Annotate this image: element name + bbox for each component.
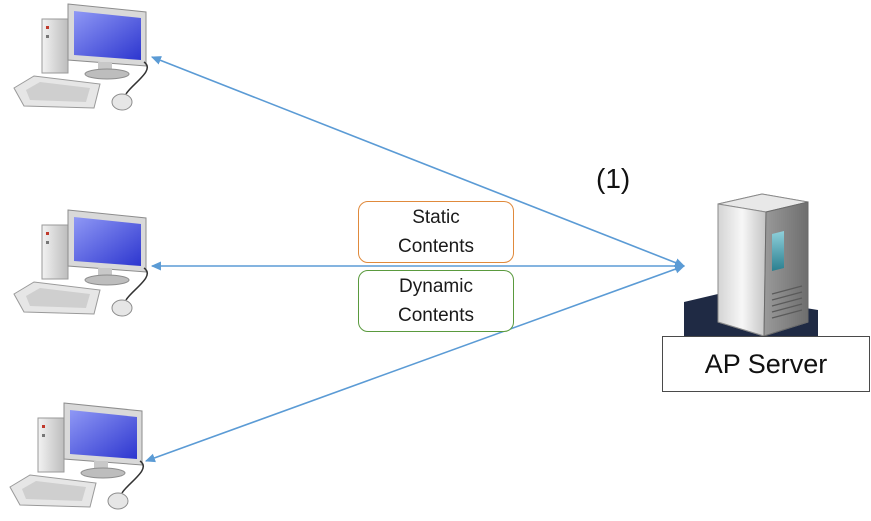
static-contents-line2: Contents [397,236,475,257]
ap-server [678,190,818,338]
connector-bottom [144,264,686,463]
tower-server-icon [684,193,818,338]
dynamic-contents-box: Dynamic Contents [358,270,514,332]
dynamic-contents-line2: Contents [397,305,475,326]
client-computer-bottom [0,401,160,521]
client-computer-middle [4,208,164,328]
dynamic-contents-line1: Dynamic [399,276,473,297]
static-contents-box: Static Contents [358,201,514,263]
client-computer-top [4,2,164,122]
desktop-computer-icon [13,209,148,317]
desktop-computer-icon [9,402,144,510]
server-label: AP Server [662,336,870,392]
server-label-text: AP Server [704,348,828,379]
desktop-computer-icon [13,3,148,111]
static-contents-line1: Static [412,207,460,228]
connector-top [150,56,686,267]
step-label: (1) [596,163,631,194]
